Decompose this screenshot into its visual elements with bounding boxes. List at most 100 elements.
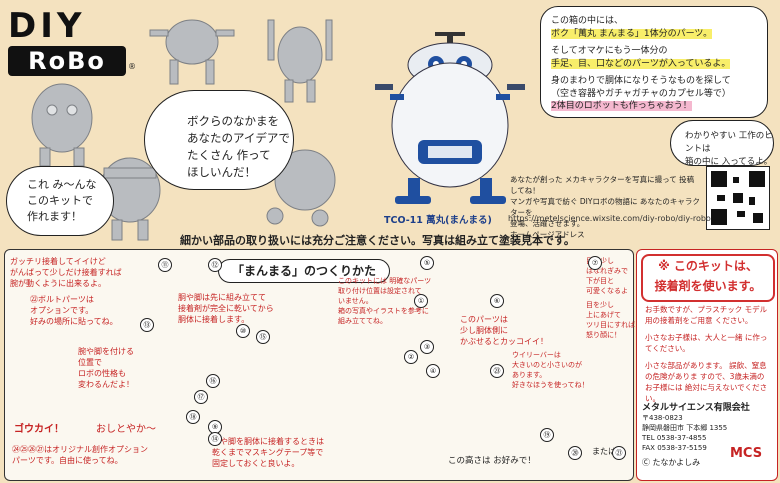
warning-head-2: 接着剤を使います。 bbox=[654, 279, 762, 293]
part-num-7: ⑦ bbox=[588, 256, 602, 270]
warning-p1: お手数ですが、プラスチック モデル用の接着剤をご用意 ください。 bbox=[645, 305, 768, 325]
part-num-6: ⑥ bbox=[490, 294, 504, 308]
contents-line-1b: ボク「萬丸 まんまる」1体分のパーツ。 bbox=[551, 28, 713, 39]
company-address: 静岡県磐田市 下本郷 1355 bbox=[642, 424, 728, 432]
instr-j1: 目を少し bbox=[586, 301, 614, 309]
company-zip: 〒438-0823 bbox=[642, 414, 683, 422]
part-num-1: ① bbox=[414, 294, 428, 308]
instr-g1: このキットには 明確なパーツ bbox=[338, 277, 432, 285]
howto-title: 「まんまる」のつくりかた bbox=[218, 259, 390, 283]
instr-gentle-pose: おしとやか〜 bbox=[96, 424, 156, 435]
instr-j3: ツリ目にすれば bbox=[586, 321, 636, 329]
warning-body: お手数ですが、プラスチック モデル用の接着剤をご用意 ください。 小さなお子様は… bbox=[645, 304, 771, 410]
instr-b3: 好みの場所に貼ってね。 bbox=[30, 317, 118, 326]
instr-b2: オプションです。 bbox=[30, 306, 94, 315]
info-line-4: ホームページアドレス bbox=[510, 230, 585, 239]
instr-bolt-note: ㉒ボルトパーツは オプションです。 好みの場所に貼ってね。 bbox=[30, 294, 118, 327]
idea-line-1: ボクらのなかまを bbox=[187, 114, 279, 128]
contents-line-3b: （空き容器やガチャガチャのカプセル等で） bbox=[551, 88, 731, 99]
info-line-3: 登場、活躍させます。 bbox=[510, 219, 585, 228]
warning-panel: ※ このキットは、 接着剤を使います。 お手数ですが、プラスチック モデル用の接… bbox=[636, 249, 778, 481]
instr-f3: 胴体に接着します。 bbox=[178, 315, 250, 324]
instr-h1: このパーツは bbox=[460, 315, 508, 324]
instruction-panel bbox=[4, 249, 634, 481]
instr-a3: 腕が動くように出来るよ。 bbox=[10, 279, 106, 288]
instr-c2: 位置で bbox=[78, 358, 102, 367]
instr-a1: ガッチリ接着してイイけど bbox=[10, 257, 106, 266]
instr-i4: 可愛くなるよ bbox=[586, 287, 628, 295]
diy-robo-logo: DIY RoBo ® bbox=[8, 6, 136, 80]
idea-line-4: ほしいんだ！ bbox=[187, 165, 256, 179]
instr-position-free-note: このキットには 明確なパーツ 取り付け位置は設定されて いません。 箱の写真やイ… bbox=[338, 276, 431, 326]
instr-wheelie-note: ウイリーバーは 大きいのと小さいのが あります。 好きなほうを使ってね！ bbox=[512, 350, 589, 390]
instr-j4: 怒り顔に！ bbox=[586, 331, 621, 339]
maker-logo: MCS bbox=[730, 446, 763, 461]
hint-line-1: わかりやすい 工作のヒントは bbox=[685, 131, 773, 154]
company-name: メタルサイエンス有限会社 bbox=[642, 403, 750, 413]
contents-line-3a: 身のまわりで胴体になりそうなものを探して bbox=[551, 76, 731, 86]
instr-i3: 下が目と bbox=[586, 277, 614, 285]
part-num-2: ② bbox=[404, 350, 418, 364]
info-line-2: マンガや写真で紡ぐ DIYロボの物語に あなたのキャラクターを bbox=[510, 197, 700, 217]
kit-speech-bubble: これ み〜んな このキットで 作れます！ bbox=[6, 166, 114, 236]
instr-k3: あります。 bbox=[512, 371, 547, 379]
instr-arm-note: ガッチリ接着してイイけど がんばって少しだけ接着すれば 腕が動くように出来るよ。 bbox=[10, 256, 122, 289]
company-tel: TEL 0538-37-4855 bbox=[642, 434, 707, 442]
company-info: メタルサイエンス有限会社 〒438-0823 静岡県磐田市 下本郷 1355 T… bbox=[642, 403, 774, 453]
contents-line-2b: 手足、目、口などのパーツが入っているよ。 bbox=[551, 58, 731, 69]
logo-bottom-text: RoBo bbox=[8, 46, 126, 76]
robot-render-2 bbox=[267, 19, 333, 103]
main-robot bbox=[375, 32, 525, 204]
instr-j2: 上にあげて bbox=[586, 311, 621, 319]
homepage-url[interactable]: https://metelscience.wixsite.com/diy-rob… bbox=[508, 214, 711, 223]
logo-top-text: DIY bbox=[8, 6, 86, 46]
warning-p2: 小さなお子様は、大人と一緒 に作ってください。 bbox=[645, 333, 768, 353]
instr-a2: がんばって少しだけ接着すれば bbox=[10, 268, 122, 277]
instr-k4: 好きなほうを使ってね！ bbox=[512, 381, 589, 389]
part-num-10: ⑩ bbox=[236, 324, 250, 338]
copyright-credit: Ⓒ たなかよしみ bbox=[642, 458, 701, 467]
robot-render-1 bbox=[149, 19, 235, 85]
instr-b1: ㉒ボルトパーツは bbox=[30, 295, 94, 304]
part-num-15: ⑮ bbox=[256, 330, 270, 344]
part-num-13: ⑬ bbox=[140, 318, 154, 332]
instr-e1: ㉔㉕㉖㉗はオリジナル創作オプション bbox=[12, 445, 148, 454]
contents-speech-bubble: この箱の中には、 ボク「萬丸 まんまる」1体分のパーツ。 そしてオマケにもう一体… bbox=[540, 6, 768, 118]
contents-line-3c: 2体目のロボットも作っちゃおう！ bbox=[551, 101, 692, 111]
part-num-21: ㉑ bbox=[612, 446, 626, 460]
submission-info: あなたが創った メカキャラクターを写真に撮って 投稿してね！ マンガや写真で紡ぐ… bbox=[510, 174, 700, 240]
instr-g5: 組み立ててね。 bbox=[338, 317, 387, 325]
part-num-3: ③ bbox=[420, 340, 434, 354]
instr-c3: ロボの性格も bbox=[78, 369, 126, 378]
part-num-4: ④ bbox=[426, 364, 440, 378]
idea-speech-bubble: ボクらのなかまを あなたのアイデアで たくさん 作って ほしいんだ！ bbox=[144, 90, 294, 190]
kit-line-1: これ み〜んな bbox=[27, 178, 97, 191]
info-line-1: あなたが創った メカキャラクターを写真に撮って 投稿してね！ bbox=[510, 175, 695, 195]
kit-line-2: このキットで bbox=[27, 194, 93, 207]
warning-header: ※ このキットは、 接着剤を使います。 bbox=[641, 254, 775, 302]
instr-h3: かぶせるとカッコイイ！ bbox=[460, 337, 548, 346]
idea-line-2: あなたのアイデアで bbox=[187, 131, 290, 145]
robot-render-4 bbox=[99, 157, 161, 241]
part-num-18: ⑱ bbox=[186, 410, 200, 424]
hint-line-2: 箱の中に 入ってるよ。 bbox=[685, 157, 773, 167]
instr-g3: いません。 bbox=[338, 297, 373, 305]
warning-head-1: ※ このキットは、 bbox=[658, 259, 758, 273]
robot-render-5 bbox=[266, 149, 336, 227]
part-num-17: ⑰ bbox=[194, 390, 208, 404]
instr-i2: はなれぎみで bbox=[586, 267, 628, 275]
kit-line-3: 作れます！ bbox=[27, 210, 82, 223]
part-num-19: ⑲ bbox=[540, 428, 554, 442]
instr-height-note: この高さは お好みで！ bbox=[448, 456, 536, 466]
instr-cover-note: このパーツは 少し胴体側に かぶせるとカッコイイ！ bbox=[460, 314, 548, 347]
instr-position-note: 腕や脚を付ける 位置で ロボの性格も 変わるんだよ！ bbox=[78, 346, 134, 390]
qr-code[interactable] bbox=[706, 166, 770, 230]
product-code-label: TCO-11 萬丸(まんまる) bbox=[384, 215, 492, 226]
instr-l2: 乾くまでマスキングテープ等で bbox=[212, 448, 324, 457]
instr-c1: 腕や脚を付ける bbox=[78, 347, 134, 356]
logo-registered: ® bbox=[128, 62, 136, 71]
part-num-14: ⑭ bbox=[208, 432, 222, 446]
instr-c4: 変わるんだよ！ bbox=[78, 380, 134, 389]
